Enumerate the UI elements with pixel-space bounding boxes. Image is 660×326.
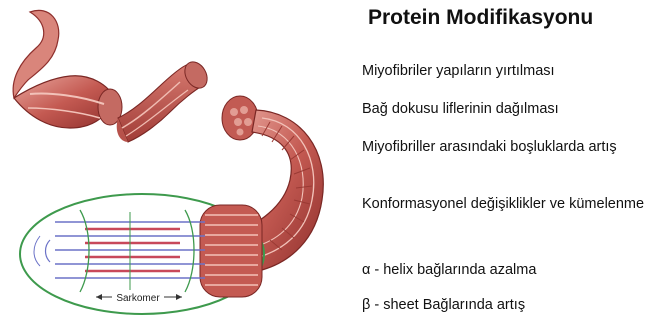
list-item-text: Miyofibriler yapıların yırtılması: [362, 63, 555, 79]
list-item-text: Miyofibriller arasındaki boşluklarda art…: [362, 139, 617, 155]
list-item: Bağ dokusu liflerinin dağılması: [362, 100, 658, 119]
list-item: Miyofibriler yapıların yırtılması: [362, 62, 658, 81]
list-item: Konformasyonel değişiklikler ve kümelenm…: [362, 195, 658, 214]
fiber-bundle-end: [222, 96, 258, 140]
beta-symbol: β: [362, 297, 370, 313]
sarcomere-label: Sarkomer: [116, 293, 160, 304]
list-item: Miyofibriller arasındaki boşluklarda art…: [362, 138, 658, 157]
whole-muscle: [13, 10, 122, 128]
page-title: Protein Modifikasyonu: [368, 6, 658, 30]
sarcomere-ellipse: Sarkomer: [20, 194, 264, 314]
muscle-fascicle: [117, 58, 212, 142]
filament-lattice: [34, 210, 205, 292]
list-item-text: - sheet Bağlarında artış: [374, 297, 525, 313]
muscle-structure-illustration: Sarkomer: [0, 0, 340, 326]
list-item: α- helix bağlarında azalma: [362, 261, 658, 280]
alpha-symbol: α: [362, 262, 370, 278]
list-item-text: - helix bağlarında azalma: [374, 262, 536, 278]
list-item: β- sheet Bağlarında artış: [362, 296, 658, 315]
list-item-text: Konformasyonel değişiklikler ve kümelenm…: [362, 196, 644, 212]
list-item-text: Bağ dokusu liflerinin dağılması: [362, 101, 559, 117]
